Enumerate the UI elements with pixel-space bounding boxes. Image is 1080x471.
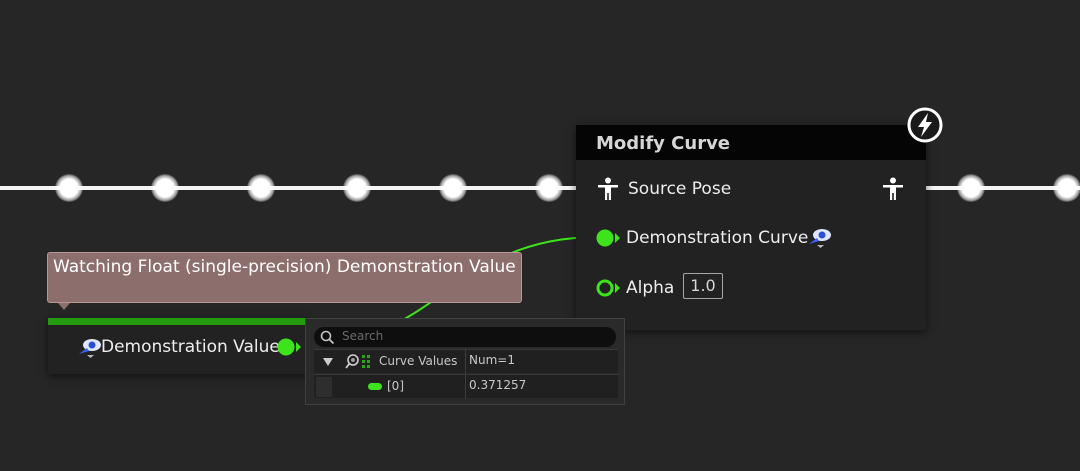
float-pin-connected-icon[interactable] bbox=[276, 337, 302, 357]
watch-text: Watching Float (single-precision) Demons… bbox=[53, 257, 516, 277]
search-field[interactable]: Search bbox=[314, 327, 616, 347]
wire-flow-dot bbox=[343, 174, 371, 202]
watch-bubble-tail bbox=[58, 303, 70, 310]
node-header[interactable]: Modify Curve bbox=[576, 125, 926, 160]
tree-header-name: Curve Values bbox=[379, 354, 458, 368]
watch-magnifier-icon bbox=[345, 354, 370, 369]
column-separator bbox=[465, 375, 466, 399]
float-pin-unconnected-icon[interactable] bbox=[595, 278, 621, 298]
modify-curve-node[interactable]: Modify Curve Source Pose Demonstration C… bbox=[576, 125, 926, 330]
tree-header-value: Num=1 bbox=[469, 353, 515, 367]
tree-indent bbox=[316, 377, 332, 397]
node-title: Modify Curve bbox=[596, 133, 731, 154]
watch-value-popup[interactable]: Search Curve Values Num=1 [0] 0.371257 bbox=[305, 318, 625, 405]
tree-row-name: [0] bbox=[387, 379, 404, 393]
wire-flow-dot bbox=[1053, 174, 1080, 202]
pose-icon[interactable] bbox=[881, 177, 905, 201]
wire-flow-dot bbox=[55, 174, 83, 202]
column-separator bbox=[465, 350, 466, 374]
wire-flow-dot bbox=[535, 174, 563, 202]
expand-triangle-icon[interactable] bbox=[323, 358, 333, 366]
search-placeholder: Search bbox=[342, 329, 384, 343]
tree-row-value: 0.371257 bbox=[469, 378, 527, 392]
wire-flow-dot bbox=[247, 174, 275, 202]
fast-path-lightning-icon bbox=[907, 107, 943, 143]
alpha-value-input[interactable]: 1.0 bbox=[683, 273, 723, 299]
pose-wire-segment bbox=[0, 186, 576, 190]
variable-label: Demonstration Value bbox=[101, 337, 280, 357]
pose-icon[interactable] bbox=[596, 177, 620, 201]
watch-bubble[interactable]: Watching Float (single-precision) Demons… bbox=[47, 252, 522, 303]
source-pose-label: Source Pose bbox=[628, 179, 732, 199]
variable-eye-icon bbox=[79, 339, 101, 358]
search-icon bbox=[320, 330, 335, 345]
tree-row[interactable]: [0] 0.371257 bbox=[314, 374, 618, 399]
float-pin-connected-icon[interactable] bbox=[595, 228, 621, 248]
wire-flow-dot bbox=[151, 174, 179, 202]
wire-flow-dot bbox=[957, 174, 985, 202]
pose-wire-segment bbox=[926, 186, 1080, 190]
demonstration-curve-label: Demonstration Curve bbox=[626, 228, 809, 248]
variable-eye-icon bbox=[809, 229, 831, 248]
wire-flow-dot bbox=[439, 174, 467, 202]
float-type-icon bbox=[368, 383, 382, 390]
variable-get-node[interactable]: Demonstration Value bbox=[48, 318, 310, 374]
alpha-label: Alpha bbox=[626, 278, 675, 298]
variable-node-bar bbox=[48, 318, 310, 325]
tree-row-header[interactable]: Curve Values Num=1 bbox=[314, 349, 618, 374]
